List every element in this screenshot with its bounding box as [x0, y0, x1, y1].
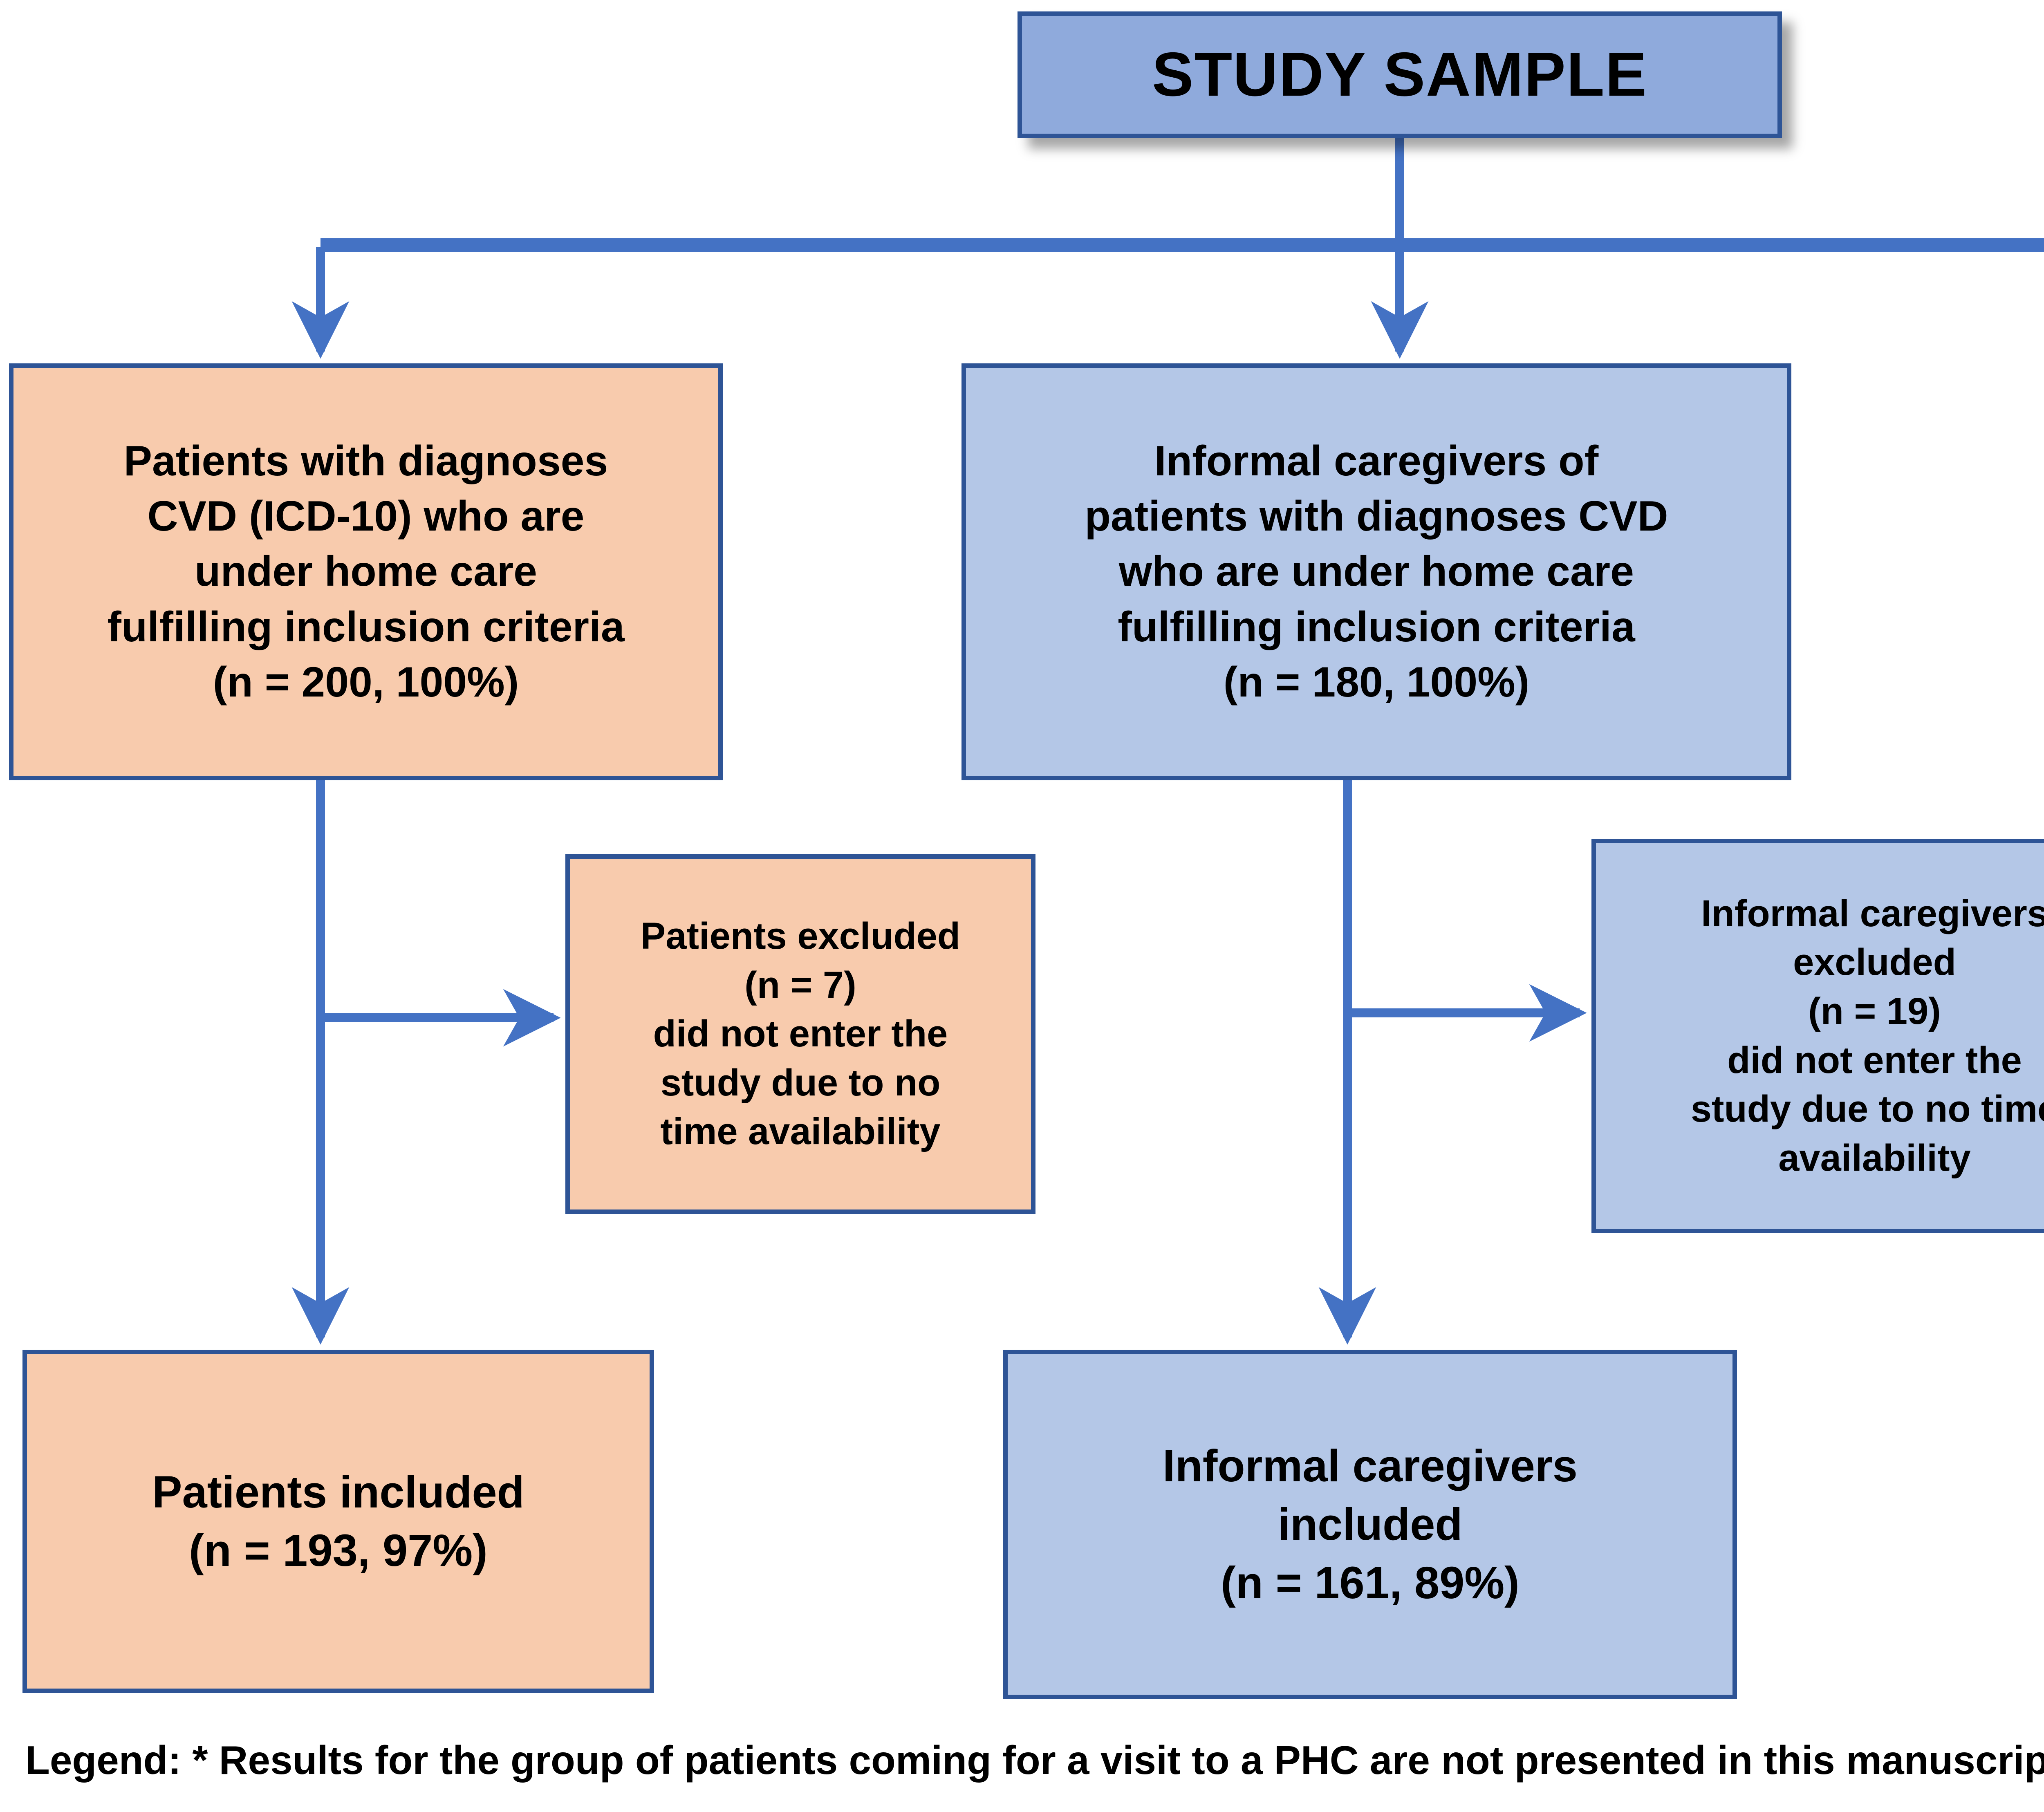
source-line: who are under home care	[1119, 548, 1634, 596]
excluded-count: (n = 7)	[744, 964, 856, 1006]
figure-legend: Legend: * Results for the group of patie…	[25, 1738, 2044, 1783]
source-line: CVD (ICD-10) who are	[147, 493, 585, 540]
excluded-line: time availability	[660, 1111, 941, 1153]
excluded-count: (n = 19)	[1808, 990, 1941, 1032]
study-sample-title-label: STUDY SAMPLE	[1152, 40, 1648, 110]
excluded-line: availability	[1778, 1137, 1971, 1179]
excluded-line: study due to no time	[1690, 1088, 2044, 1130]
source-line: Informal caregivers of	[1154, 437, 1599, 485]
included-line: Informal caregivers	[1163, 1441, 1578, 1491]
excluded-box-informal-caregivers: Informal caregivers excluded (n = 19) di…	[1591, 839, 2044, 1233]
included-line: included	[1278, 1499, 1463, 1550]
source-line: fulfilling inclusion criteria	[107, 603, 625, 651]
excluded-line: Informal caregivers	[1701, 892, 2044, 934]
source-box-patients-home-care: Patients with diagnoses CVD (ICD-10) who…	[9, 363, 723, 780]
source-line: fulfilling inclusion criteria	[1118, 603, 1635, 651]
included-line: Patients included	[152, 1467, 524, 1517]
excluded-box-patients-home-care: Patients excluded (n = 7) did not enter …	[565, 854, 1035, 1214]
source-line: under home care	[194, 548, 538, 596]
included-box-informal-caregivers: Informal caregivers included (n = 161, 8…	[1003, 1350, 1737, 1699]
included-count: (n = 161, 89%)	[1221, 1558, 1520, 1608]
source-count: (n = 200, 100%)	[213, 658, 519, 706]
excluded-line: did not enter the	[1727, 1039, 2022, 1081]
excluded-line: study due to no	[660, 1062, 941, 1104]
included-count: (n = 193, 97%)	[189, 1525, 488, 1576]
excluded-line: excluded	[1793, 941, 1956, 983]
source-line: patients with diagnoses CVD	[1085, 493, 1668, 540]
source-box-informal-caregivers: Informal caregivers of patients with dia…	[961, 363, 1791, 780]
study-sample-title-box: STUDY SAMPLE	[1018, 11, 1782, 138]
excluded-line: Patients excluded	[640, 915, 961, 957]
source-line: Patients with diagnoses	[123, 437, 608, 485]
included-box-patients-home-care: Patients included (n = 193, 97%)	[22, 1350, 654, 1693]
source-count: (n = 180, 100%)	[1223, 658, 1530, 706]
excluded-line: did not enter the	[653, 1013, 948, 1055]
